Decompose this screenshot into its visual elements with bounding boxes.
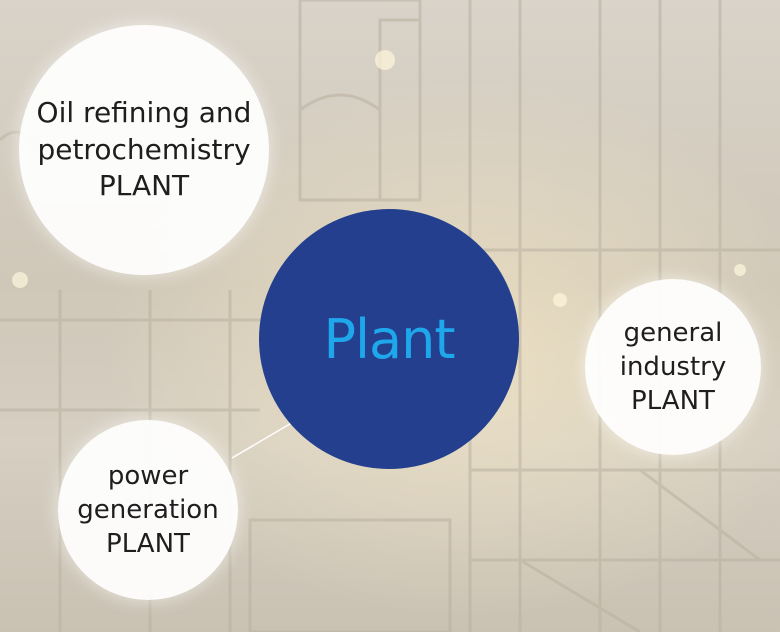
node-general-industry-line-1: general: [623, 317, 723, 348]
node-power-generation-line-1: power: [107, 460, 189, 491]
node-oil-refining-line-1: Oil refining and: [36, 95, 252, 129]
node-general-industry-line-3: PLANT: [631, 386, 715, 417]
node-oil-refining: Oil refining and petrochemistry PLANT: [19, 25, 269, 275]
node-general-industry: general industry PLANT: [585, 279, 761, 455]
node-oil-refining-line-2: petrochemistry: [37, 132, 251, 166]
node-oil-refining-line-3: PLANT: [98, 169, 190, 203]
center-node-label: Plant: [323, 307, 455, 371]
node-power-generation: power generation PLANT: [58, 420, 238, 600]
connector-line-power: [231, 417, 301, 459]
center-node-plant: Plant: [259, 209, 519, 469]
node-general-industry-line-2: industry: [619, 351, 727, 382]
node-power-generation-line-2: generation: [77, 494, 219, 525]
node-power-generation-line-3: PLANT: [106, 529, 190, 560]
